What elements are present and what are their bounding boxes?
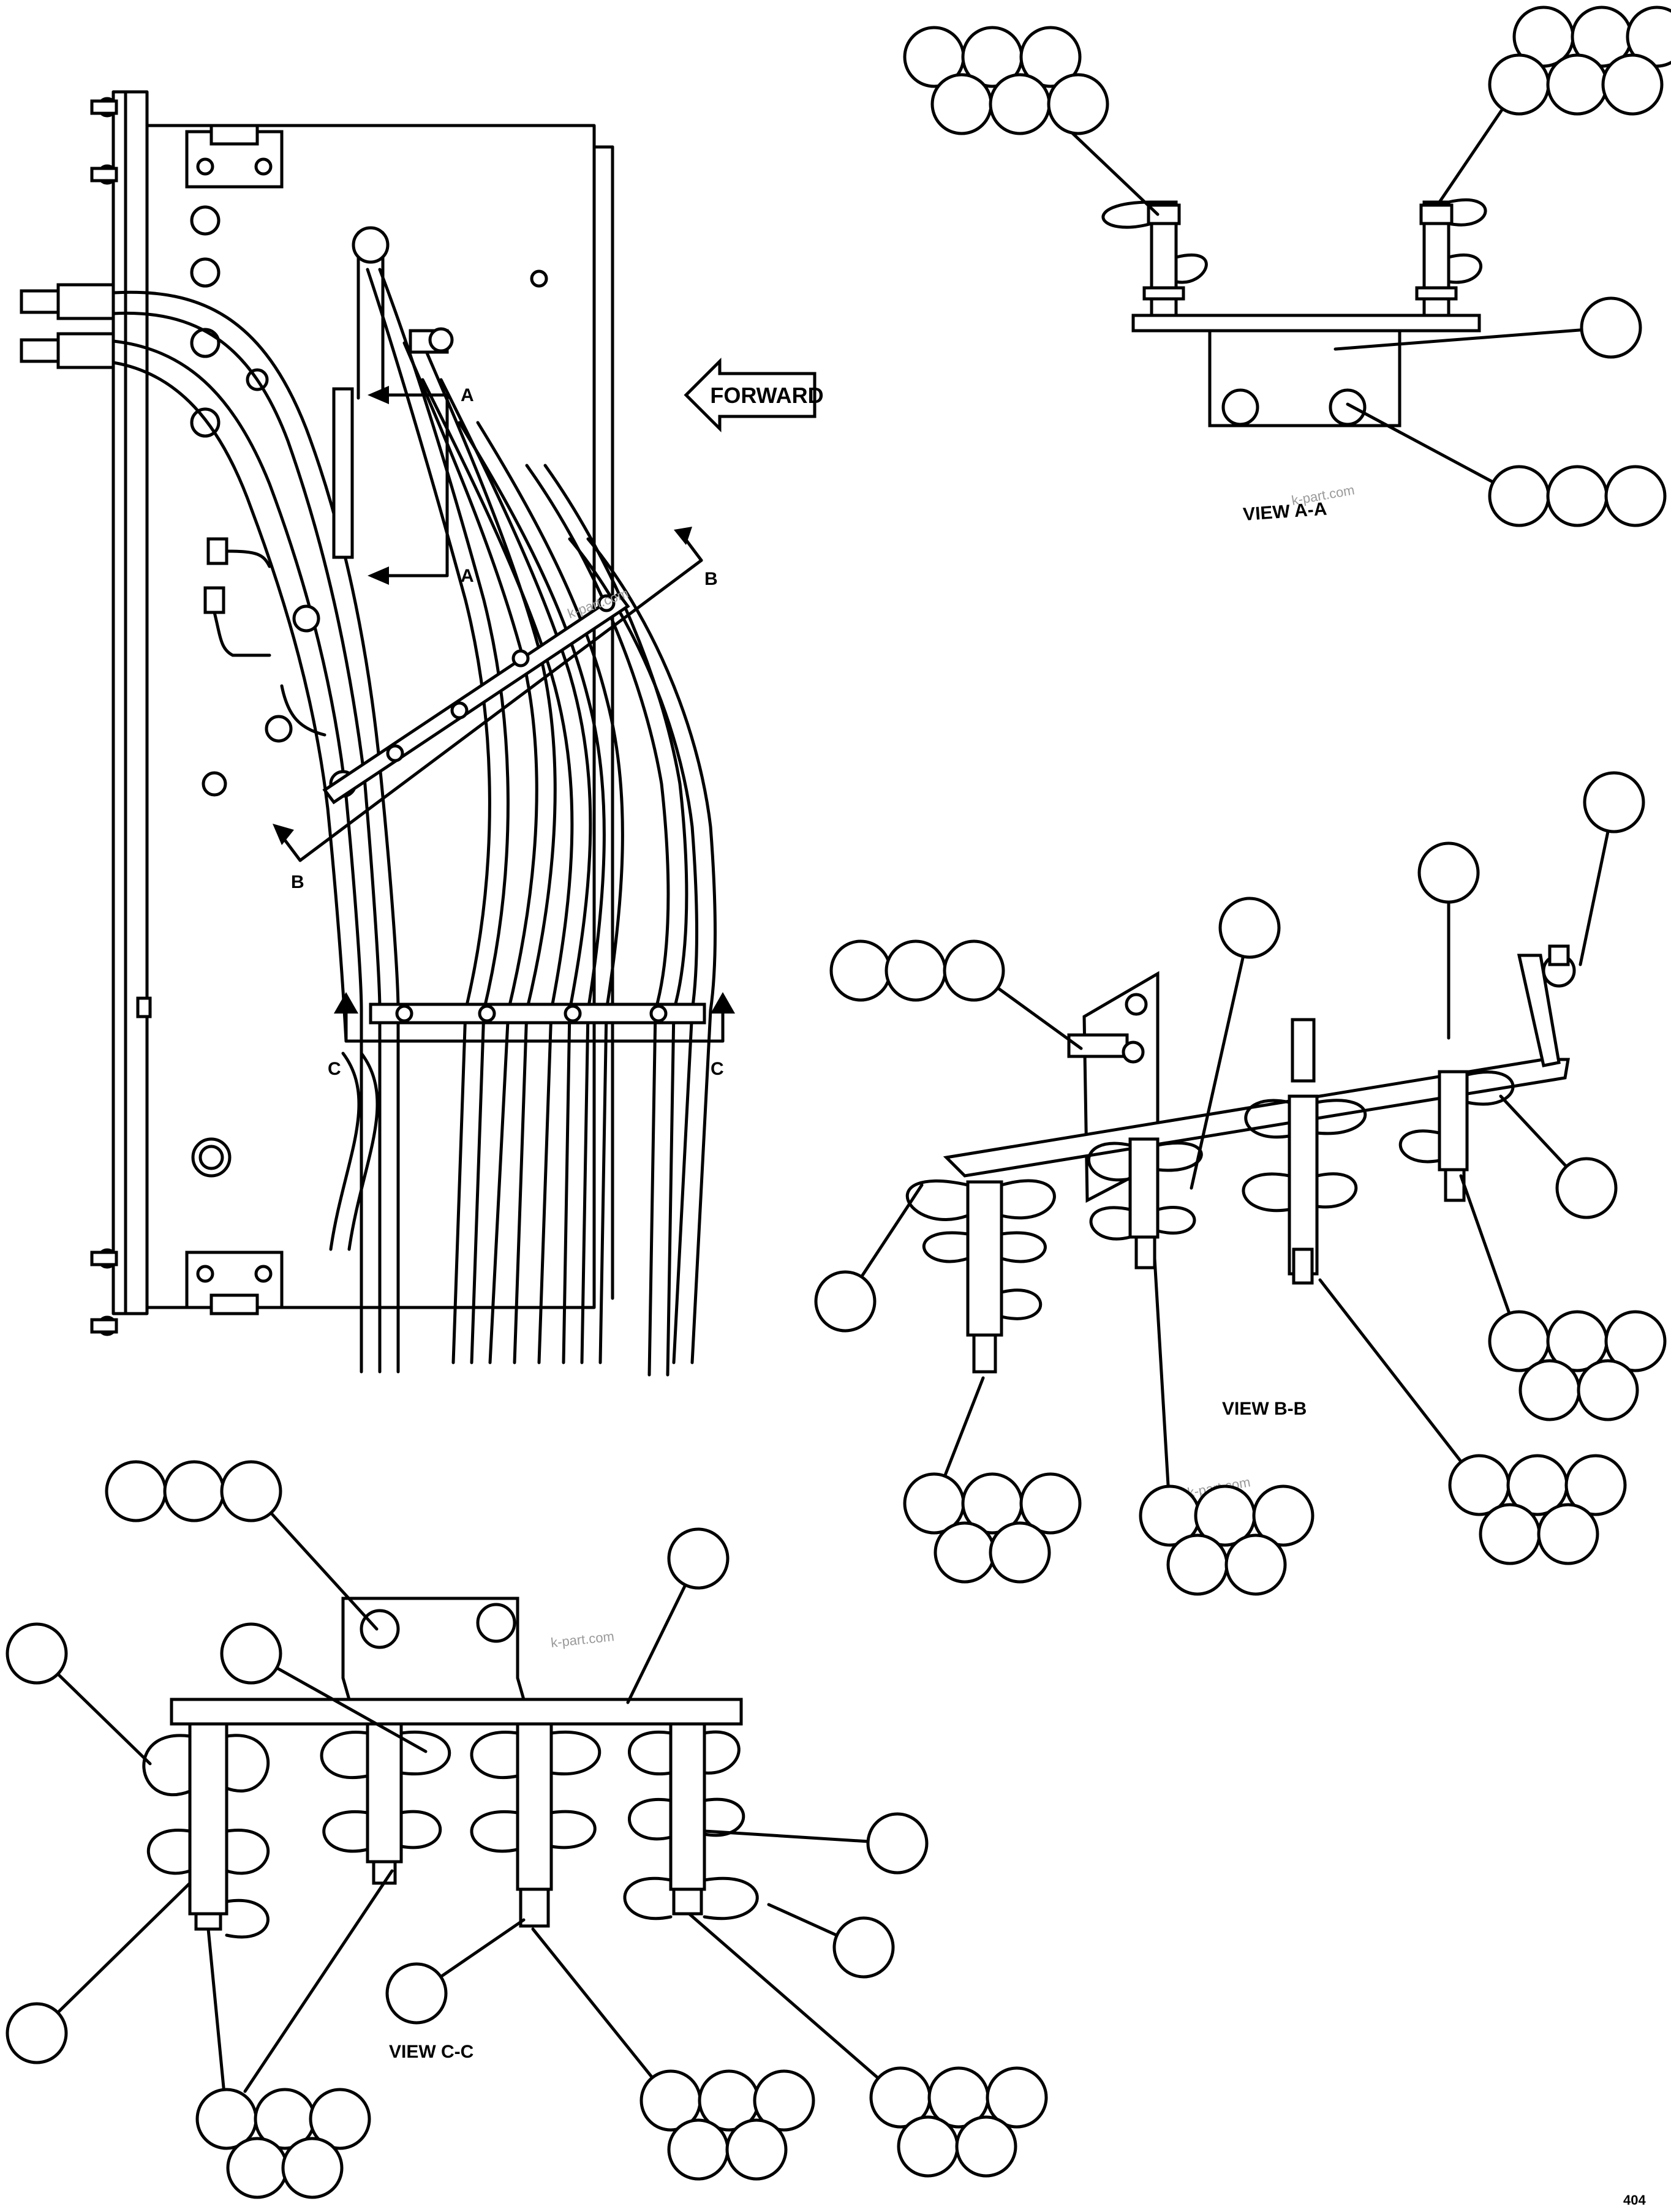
section-b-label-bottom: B — [291, 872, 304, 892]
inlet-fittings — [20, 283, 115, 369]
callout-bubble — [105, 1460, 167, 1522]
section-c-label-right: C — [711, 1059, 724, 1079]
leader-line-cc-left-low — [35, 1881, 192, 2035]
leader-line-cc-bottom-center — [531, 1927, 673, 2102]
callout-bubble — [1583, 771, 1645, 833]
callout-bubble — [309, 2088, 371, 2150]
callout-bubble — [1604, 1310, 1667, 1372]
top-mount — [185, 124, 284, 189]
callout-bubble — [930, 73, 993, 135]
mounting-rail — [111, 90, 149, 1315]
callout-bubble — [814, 1270, 877, 1333]
view-aa: VIEW A-A k-part.com — [1101, 198, 1487, 525]
leader-line-bb-bottom-right — [1318, 1278, 1481, 1487]
callout-bubble — [226, 2137, 289, 2199]
callout-bubble — [1488, 53, 1550, 116]
panel-plate — [145, 124, 596, 1309]
lower-fittings — [203, 537, 357, 798]
callout-bubble — [1019, 26, 1082, 88]
callout-bubble — [1252, 1484, 1315, 1547]
callout-bubble — [1604, 465, 1667, 527]
callout-bubble — [1488, 465, 1550, 527]
clamp-bar-a — [332, 387, 354, 559]
section-a-arrows: A A — [368, 385, 474, 586]
callout-bubble — [1601, 53, 1664, 116]
callout-bubble — [1580, 296, 1642, 359]
hose-bundle — [111, 226, 717, 1377]
leader-line-cc-bottom-right — [687, 1912, 902, 2099]
leader-line-cc-right — [703, 1829, 899, 1845]
callout-bubble — [1479, 1503, 1541, 1565]
callout-bubble — [989, 1521, 1051, 1584]
callout-bubble — [1537, 1503, 1599, 1565]
view-cc-title: VIEW C-C — [389, 2042, 473, 2062]
callout-bubble — [385, 1962, 448, 2025]
callout-bubble — [667, 1527, 730, 1590]
section-a-label-bottom: A — [461, 566, 474, 586]
leader-line-bb-center-top — [1190, 926, 1251, 1190]
callout-bubble — [866, 1812, 929, 1875]
callout-bubble — [1518, 1359, 1581, 1421]
callout-bubble — [1555, 1157, 1618, 1219]
callout-bubble — [1166, 1533, 1229, 1596]
forward-arrow: FORWARD — [684, 357, 824, 433]
section-a-label-top: A — [461, 385, 474, 405]
section-c-label-left: C — [328, 1059, 341, 1079]
section-c-arrows: C C — [328, 992, 735, 1079]
callout-bubble — [1224, 1533, 1287, 1596]
clamp-bar-c — [369, 1003, 706, 1025]
section-b-arrows: B B — [273, 527, 718, 892]
callout-bubble — [1546, 53, 1609, 116]
leader-line-cc-bottom-left — [206, 1927, 228, 2121]
leader-line-aa-bottom — [1346, 402, 1521, 498]
callout-bubble — [1546, 465, 1609, 527]
watermark-cc: k-part.com — [550, 1628, 615, 1650]
callout-bubble — [897, 2115, 959, 2178]
callout-bubble — [667, 2118, 730, 2181]
callout-bubble — [725, 2118, 788, 2181]
view-bb-title: VIEW B-B — [1222, 1399, 1307, 1419]
callout-bubble — [832, 1916, 895, 1979]
main-assembly-view: A A B B C C FORWARD k-part.com — [20, 90, 824, 1377]
callout-bubble — [934, 1521, 996, 1584]
callout-bubble — [281, 2137, 344, 2199]
leader-line-aa-right — [1333, 326, 1613, 351]
callout-bubble — [955, 2115, 1017, 2178]
page-id: 404 — [1623, 2192, 1646, 2208]
callout-bubble — [220, 1622, 282, 1685]
callout-bubble — [753, 2069, 815, 2132]
leader-line-cc-top — [249, 1489, 379, 1631]
bottom-mount — [185, 1251, 284, 1315]
forward-label: FORWARD — [710, 383, 823, 408]
callout-bubble — [163, 1460, 225, 1522]
callout-bubble — [1019, 1472, 1082, 1535]
callout-bubble — [986, 2066, 1048, 2129]
callout-bubble — [829, 939, 892, 1002]
view-cc: VIEW C-C k-part.com — [142, 1597, 759, 2062]
leader-line-extra — [243, 1869, 394, 2093]
callout-bubble — [1417, 841, 1480, 904]
callout-bubble — [6, 2002, 68, 2064]
rail-bolts — [90, 97, 118, 1336]
callout-bubble — [1577, 1359, 1639, 1421]
callout-bubble — [6, 1622, 68, 1685]
callout-bubbles — [6, 6, 1671, 2199]
callout-bubble — [1564, 1454, 1627, 1516]
callout-bubble — [885, 939, 947, 1002]
callout-bubble — [220, 1460, 282, 1522]
leader-line-bb-bottom-center — [1153, 1257, 1172, 1518]
section-b-label-top: B — [704, 569, 718, 589]
callout-bubble — [989, 73, 1051, 135]
callout-bubble — [1047, 73, 1109, 135]
callout-bubble — [1218, 897, 1281, 959]
leader-line-cc-inner — [249, 1652, 428, 1753]
view-bb: VIEW B-B k-part.com — [905, 944, 1576, 1500]
callout-bubble — [943, 939, 1005, 1002]
clamp-bar-b — [322, 592, 630, 805]
panel-fittings — [136, 205, 548, 1178]
